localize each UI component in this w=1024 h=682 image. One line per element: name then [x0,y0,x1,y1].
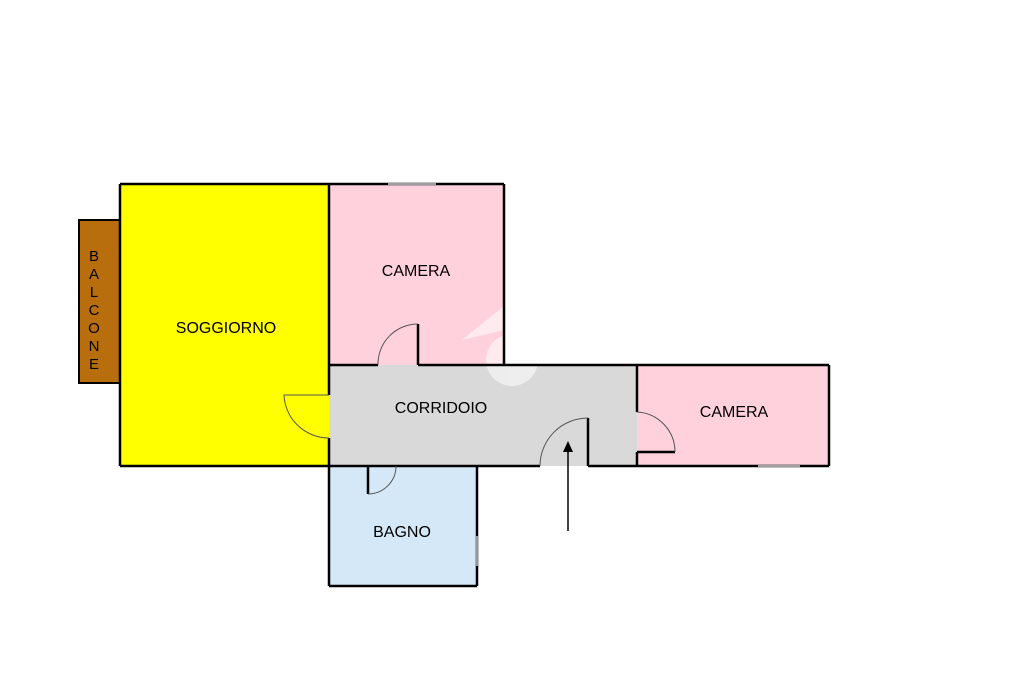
bagno-room [329,466,477,586]
balcone-letter: C [89,302,100,319]
door-camera-right [636,411,676,453]
door-entrance [539,417,589,467]
balcone-letter: L [90,284,98,301]
door-camera-top [377,323,419,366]
balcone-letter: A [89,266,99,283]
walls [118,182,831,588]
entrance-arrow [563,441,573,531]
balcone-room [78,219,121,384]
camera-right-label: CAMERA [700,404,769,421]
corridoio-label: CORRIDOIO [395,400,487,417]
watermark-logo [462,305,538,386]
door-soggiorno [283,394,330,439]
balcone-letter: B [89,248,99,265]
windows [388,183,800,566]
door-bagno [367,465,397,495]
soggiorno-room [120,184,329,466]
corridoio-room [329,365,637,466]
door-swings [283,323,676,495]
balcone-label: B A L C O N E [88,248,100,373]
balcone-letter: E [89,356,99,373]
balcone-letter: O [88,320,100,337]
camera-top-label: CAMERA [382,263,451,280]
soggiorno-label: SOGGIORNO [176,320,276,337]
camera-right-room [637,365,829,466]
bagno-label: BAGNO [373,524,431,541]
balcone-letter: N [89,338,100,355]
